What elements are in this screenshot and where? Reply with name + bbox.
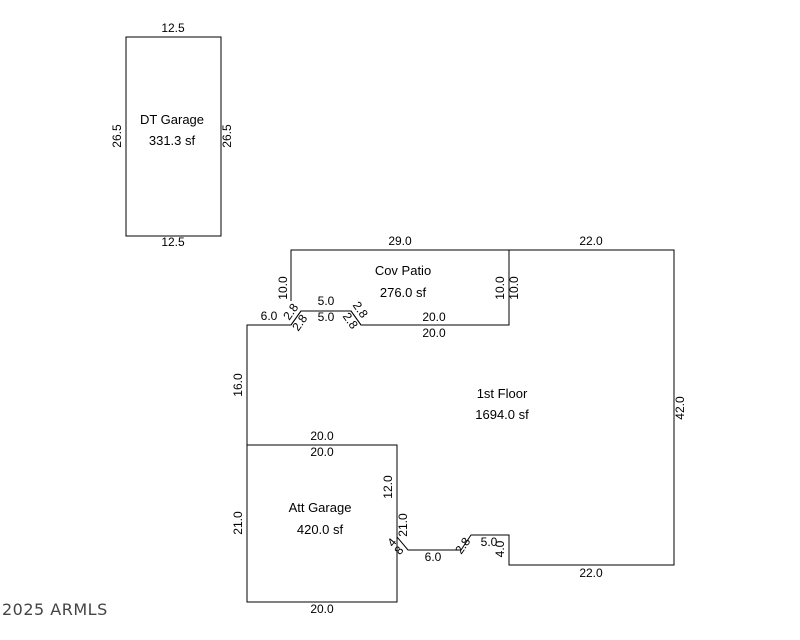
dt-garage-area: 331.3 sf [149, 133, 196, 148]
copyright-watermark: 2025 ARMLS [2, 600, 108, 619]
dt-garage-bottom-dim: 12.5 [161, 235, 185, 249]
notch-bottom-dim: 5.0 [318, 310, 335, 324]
patio-bottom-dim-a: 20.0 [422, 310, 446, 324]
att-garage-area: 420.0 sf [297, 522, 344, 537]
floor-bottom-dim: 22.0 [579, 566, 603, 580]
patio-top-dim: 29.0 [388, 234, 412, 248]
garage-top-dim-a: 20.0 [310, 429, 334, 443]
floor-top-dim: 22.0 [579, 234, 603, 248]
patio-bottom-dim-b: 20.0 [422, 326, 446, 340]
dt-garage-top-dim: 12.5 [161, 21, 185, 35]
step-left-dim: 6.0 [261, 309, 278, 323]
first-floor-name: 1st Floor [477, 386, 528, 401]
notch-top-dim: 5.0 [318, 294, 335, 308]
bottom-5-dim: 5.0 [481, 535, 498, 549]
first-floor-outline [246, 249, 675, 566]
bottom-6-dim: 6.0 [425, 550, 442, 564]
first-floor-area: 1694.0 sf [475, 407, 529, 422]
att-garage-name: Att Garage [289, 500, 352, 515]
dt-garage-name: DT Garage [140, 112, 204, 127]
garage-top-dim-b: 20.0 [310, 445, 334, 459]
cov-patio-area: 276.0 sf [380, 285, 427, 300]
dt-garage-right-dim: 26.5 [220, 124, 234, 148]
patio-right-dim-a: 10.0 [493, 276, 507, 300]
bottom-diag-dim: 2.8 [452, 535, 473, 557]
floor-right-dim: 42.0 [673, 396, 687, 420]
garage-right-dim-a: 12.0 [381, 475, 395, 499]
dt-garage-left-dim: 26.5 [110, 124, 124, 148]
floor-left-dim: 16.0 [231, 373, 245, 397]
dt-garage-outline [125, 36, 222, 237]
patio-left-dim: 10.0 [276, 276, 290, 300]
patio-right-dim-b: 10.0 [507, 276, 521, 300]
garage-bottom-dim: 20.0 [310, 602, 334, 616]
garage-right-dim-b: 21.0 [396, 513, 410, 537]
att-garage-outline [246, 444, 398, 603]
bottom-4-dim: 4.0 [493, 540, 507, 557]
cov-patio-name: Cov Patio [375, 263, 431, 278]
garage-left-dim: 21.0 [231, 511, 245, 535]
